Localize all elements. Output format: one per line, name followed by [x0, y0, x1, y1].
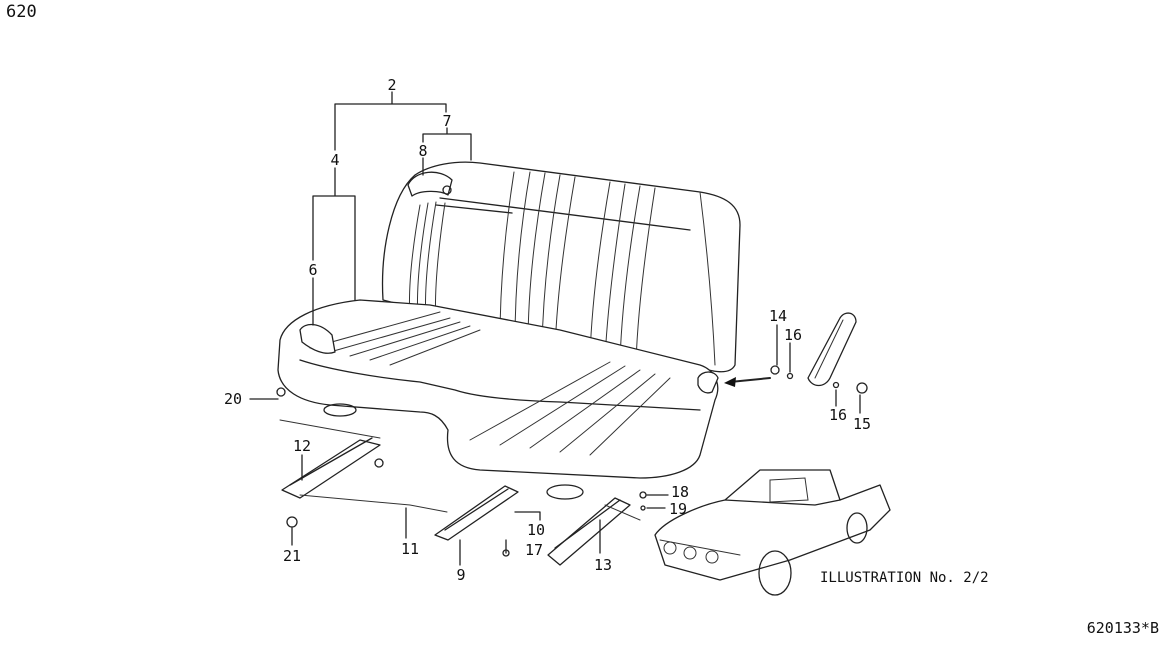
seat-hinge-bracket: [807, 312, 857, 387]
cable-11: [299, 494, 448, 513]
callout-17: 17: [525, 541, 543, 559]
callout-2: 2: [387, 76, 396, 94]
callout-7: 7: [442, 112, 451, 130]
callout-16-lower: 16: [829, 406, 847, 424]
callouts: 2 7 8 4 6 20 12 21 11 9 10 17 13 18 19 1…: [224, 76, 871, 584]
callout-11: 11: [401, 540, 419, 558]
callout-9: 9: [456, 566, 465, 584]
leader-lines: [249, 91, 861, 566]
callout-6: 6: [308, 261, 317, 279]
callout-8: 8: [418, 142, 427, 160]
illustration-label: ILLUSTRATION No. 2/2: [820, 570, 989, 586]
detail-arrow: [724, 377, 771, 387]
callout-15: 15: [853, 415, 871, 433]
callout-14: 14: [769, 307, 787, 325]
diagram-code: 620133*B: [1086, 619, 1159, 637]
callout-16-upper: 16: [784, 326, 802, 344]
callout-13: 13: [594, 556, 612, 574]
seat-rail-center: [434, 485, 519, 541]
seat-cushion: [277, 299, 719, 500]
seat-rail-left: [279, 419, 384, 499]
callout-12: 12: [293, 437, 311, 455]
callout-18: 18: [671, 483, 689, 501]
callout-19: 19: [669, 500, 687, 518]
seat-rail-right: [547, 497, 641, 566]
callout-20: 20: [224, 390, 242, 408]
pickup-truck-illustration: [654, 469, 891, 596]
page-code: 620: [6, 2, 37, 22]
callout-4: 4: [330, 151, 339, 169]
callout-10: 10: [527, 521, 545, 539]
callout-21: 21: [283, 547, 301, 565]
